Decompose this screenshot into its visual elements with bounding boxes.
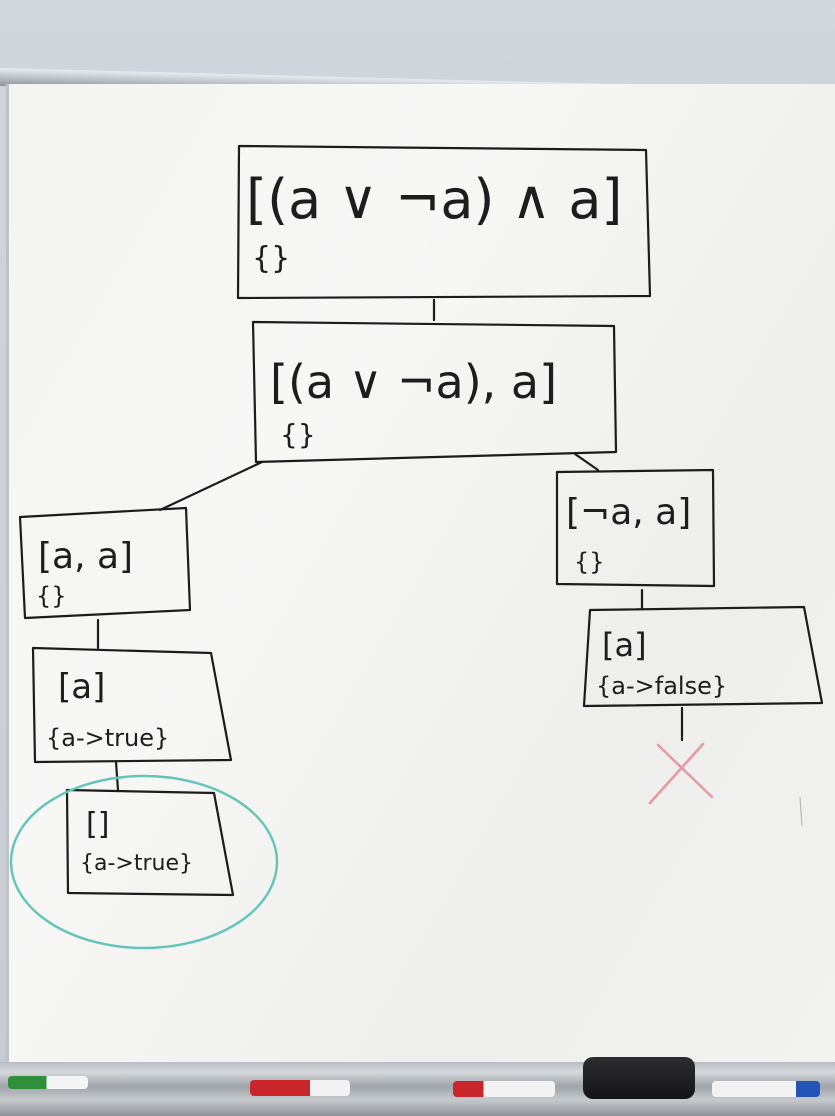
node-left-final: [] {a->true} xyxy=(65,788,235,897)
node-left-final-box xyxy=(65,788,235,897)
eraser-icon[interactable] xyxy=(583,1057,695,1099)
marker-tray xyxy=(0,1062,835,1116)
node-right-assign: [a] {a->false} xyxy=(582,605,824,708)
node-right-box xyxy=(555,468,716,588)
node-right-set: {} xyxy=(574,548,605,576)
whiteboard-surface xyxy=(6,84,835,1069)
node-left-formula: [a, a] xyxy=(38,536,133,577)
node-left-final-set: {a->true} xyxy=(80,851,193,876)
node-right-formula: [¬a, a] xyxy=(566,492,691,533)
node-left-box xyxy=(18,506,192,620)
node-left: [a, a] {} xyxy=(18,506,192,620)
node-root-box xyxy=(236,144,652,300)
blue-marker[interactable] xyxy=(712,1081,820,1097)
node-right: [¬a, a] {} xyxy=(555,468,716,588)
node-split: [(a ∨ ¬a), a] {} xyxy=(251,320,618,464)
edge-split-right xyxy=(573,452,600,472)
failure-x-icon xyxy=(648,742,714,805)
green-marker[interactable] xyxy=(8,1076,88,1089)
node-left-assign-formula: [a] xyxy=(58,667,105,707)
red-marker-left[interactable] xyxy=(250,1080,350,1096)
node-left-assign: [a] {a->true} xyxy=(31,646,233,764)
node-root: [(a ∨ ¬a) ∧ a] {} xyxy=(236,144,652,300)
edge-assign-final xyxy=(114,760,120,792)
node-right-assign-set: {a->false} xyxy=(596,672,727,700)
edge-split-left xyxy=(158,460,264,512)
node-root-formula: [(a ∨ ¬a) ∧ a] xyxy=(246,168,623,231)
node-split-box xyxy=(251,320,618,464)
node-right-assign-box xyxy=(582,605,824,708)
smudge-mark xyxy=(799,796,803,827)
node-left-final-formula: [] xyxy=(86,807,109,842)
node-root-set: {} xyxy=(252,241,290,276)
node-right-assign-formula: [a] xyxy=(602,626,647,664)
node-split-formula: [(a ∨ ¬a), a] xyxy=(270,355,557,409)
tree-edges xyxy=(96,298,684,792)
node-split-set: {} xyxy=(280,418,316,451)
red-marker-right[interactable] xyxy=(453,1081,555,1097)
node-left-assign-set: {a->true} xyxy=(46,724,169,752)
success-circle-icon xyxy=(9,774,279,950)
node-left-assign-box xyxy=(31,646,233,764)
node-left-set: {} xyxy=(36,582,67,610)
